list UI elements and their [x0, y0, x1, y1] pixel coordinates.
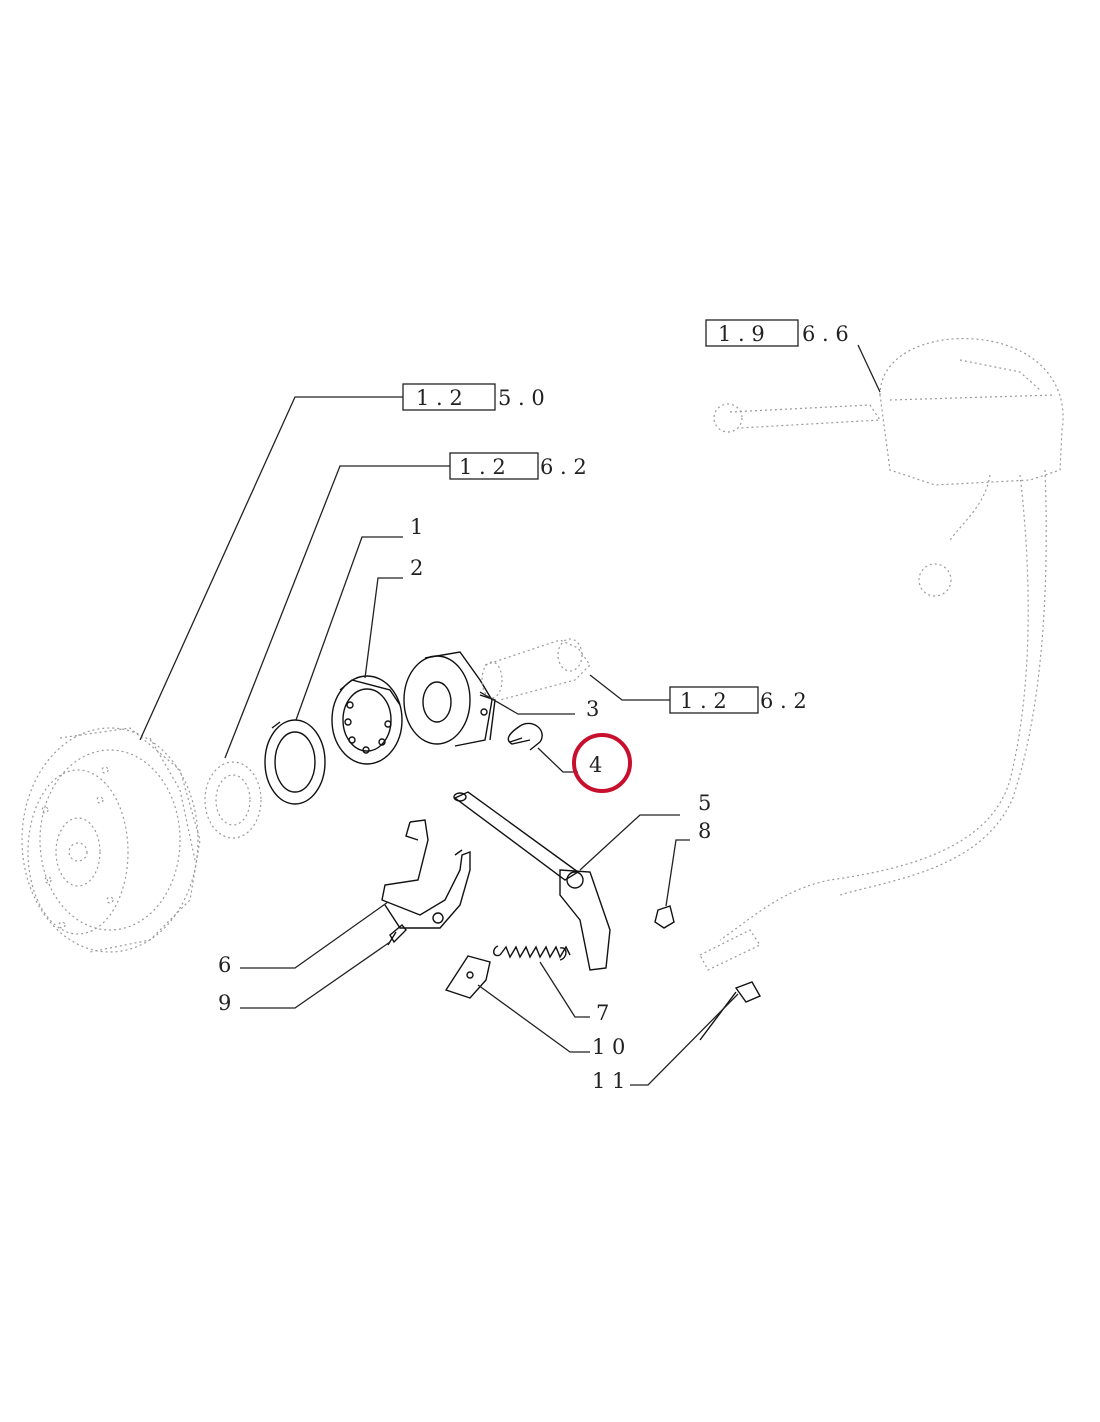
part-2-bearing-drawing: [331, 675, 403, 765]
leader-lines: [139, 344, 881, 1086]
ref-tail-text: 6 . 2: [540, 455, 587, 479]
part-3-carrier-drawing: [403, 651, 496, 747]
ref-box-text: 1 . 2: [459, 455, 506, 479]
control-lever-unit-dotted: [699, 338, 1064, 971]
part-8-clip-drawing: [654, 905, 675, 929]
part-5-shaft-lever-drawing: [453, 791, 611, 971]
reference-1-9-6-6: 1 . 9 6 . 6: [705, 319, 849, 347]
part-7-spring-drawing: [493, 945, 571, 961]
callout-7: 7: [596, 1001, 609, 1025]
callout-6: 6: [218, 953, 231, 977]
reference-1-2-6-2-top: 1 . 2 6 . 2: [449, 452, 587, 480]
ref-tail-text: 5 . 0: [498, 386, 545, 410]
callout-3: 3: [586, 697, 599, 721]
callout-labels: 1 2 3 4 5 8 6 9 7 1 0 1 1: [218, 515, 711, 1093]
part-1-ring-drawing: [264, 719, 326, 805]
callout-5: 5: [698, 791, 711, 815]
reference-1-2-6-2-mid: 1 . 2 6 . 2: [669, 686, 807, 714]
seal-ring-dotted: [204, 761, 262, 839]
callout-1: 1: [410, 515, 423, 539]
part-6-fork-drawing: [381, 819, 471, 929]
callout-10: 1 0: [592, 1035, 625, 1059]
callout-2: 2: [410, 556, 423, 580]
ref-box-text: 1 . 2: [416, 386, 463, 410]
highlight-circle: [572, 733, 632, 793]
callout-8: 8: [698, 819, 711, 843]
callout-9: 9: [218, 991, 231, 1015]
ref-box-text: 1 . 2: [680, 689, 727, 713]
part-4-spring-clip-drawing: [507, 722, 543, 751]
reference-1-2-5-0: 1 . 2 5 . 0: [402, 383, 545, 411]
part-10-bracket-drawing: [444, 955, 491, 999]
hydraulic-cylinder-dotted: [481, 638, 591, 701]
ref-tail-text: 6 . 6: [802, 322, 849, 346]
ref-box-text: 1 . 9: [718, 322, 765, 346]
clutch-housing-drawing: [21, 727, 201, 953]
ref-tail-text: 6 . 2: [760, 689, 807, 713]
callout-11: 1 1: [592, 1069, 625, 1093]
part-11-bolt-drawing: [699, 981, 761, 1041]
callout-4: 4: [589, 753, 602, 777]
